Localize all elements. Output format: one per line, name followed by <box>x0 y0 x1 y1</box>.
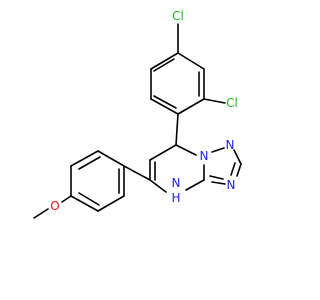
bond <box>177 52 205 70</box>
bond <box>97 150 125 167</box>
atom-label-nitrogen: N <box>172 176 181 190</box>
atom-label-nitrogen: N <box>226 138 235 152</box>
bond <box>203 98 226 104</box>
atom-label-chlorine: Cl <box>172 9 184 23</box>
bond <box>78 156 101 170</box>
bond <box>153 58 175 72</box>
bond <box>233 149 242 165</box>
bond <box>97 195 125 212</box>
background <box>0 0 300 300</box>
bond <box>211 147 225 153</box>
bond <box>70 195 99 212</box>
bond <box>70 150 99 167</box>
bonds-layer <box>33 23 242 219</box>
bond <box>150 52 179 70</box>
atom-label-chlorine: Cl <box>226 96 238 110</box>
bond <box>209 175 224 180</box>
bond <box>149 144 177 161</box>
bond <box>61 195 72 203</box>
bond <box>33 208 49 219</box>
bond <box>175 113 179 146</box>
molecule-structure: Cl Cl O N N N N H <box>0 0 300 300</box>
bond <box>185 179 205 191</box>
atom-labels-layer: Cl Cl O N N N N H <box>50 9 238 213</box>
atom-label-hydrogen: H <box>171 191 180 205</box>
bond <box>211 181 226 185</box>
bond <box>230 162 236 176</box>
bond <box>123 165 151 181</box>
bond <box>149 179 167 193</box>
atom-label-nitrogen: N <box>227 178 236 192</box>
bond <box>150 98 179 115</box>
bond <box>175 144 197 156</box>
bond <box>78 192 100 206</box>
bond <box>177 98 205 115</box>
bond <box>236 163 242 177</box>
atom-label-nitrogen: N <box>200 149 209 163</box>
bond <box>153 95 177 109</box>
atom-label-oxygen: O <box>50 199 59 213</box>
